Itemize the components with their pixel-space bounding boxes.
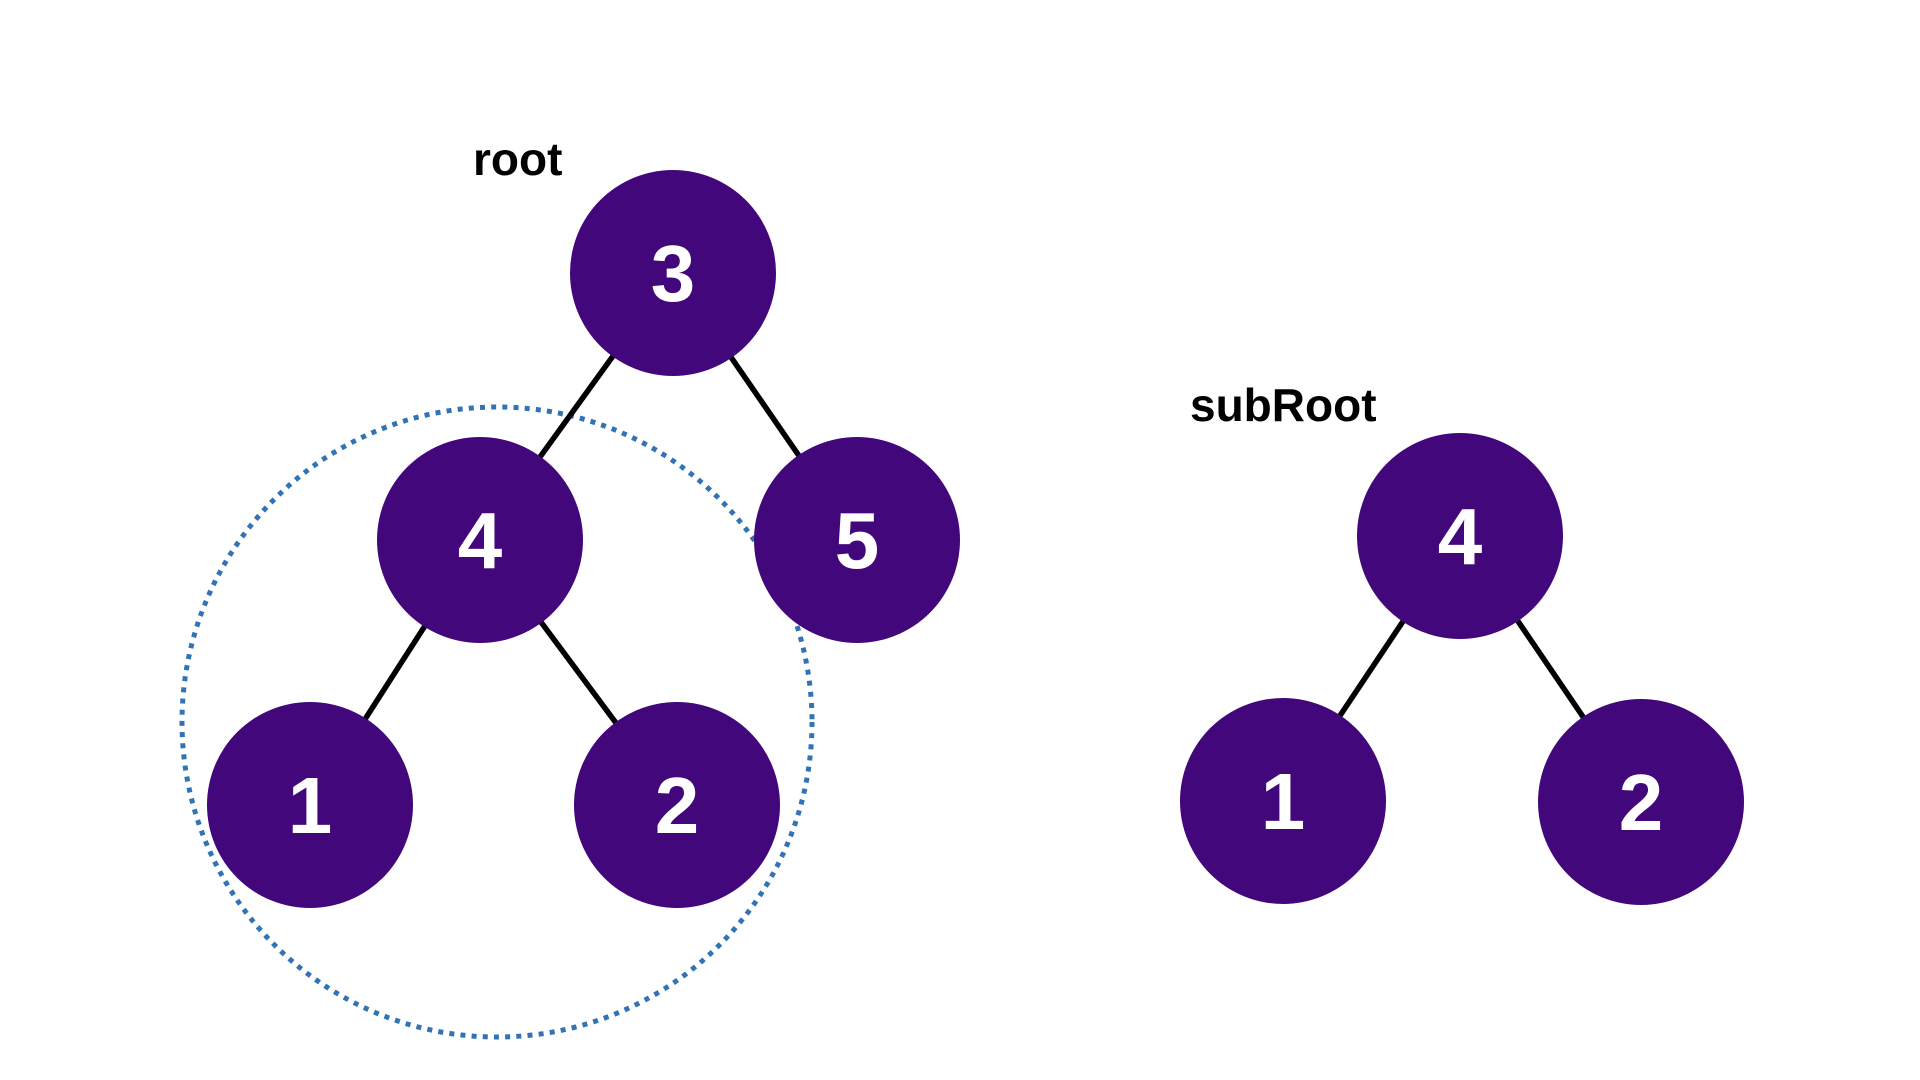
node-value-root-4: 4 [458, 496, 503, 585]
root-tree-label: root [473, 133, 562, 185]
tree-nodes-layer: 3 4 5 1 2 4 1 2 [207, 170, 1744, 908]
node-value-root-5: 5 [835, 496, 880, 585]
node-value-root-3: 3 [651, 229, 696, 318]
subroot-tree-label: subRoot [1190, 379, 1377, 431]
tree-node-subRoot-1 [1180, 698, 1386, 904]
tree-node-root-3 [570, 170, 776, 376]
tree-node-root-1 [207, 702, 413, 908]
tree-node-root-4 [377, 437, 583, 643]
subtree-highlight-layer [179, 404, 815, 1040]
node-value-subRoot-1: 1 [1261, 757, 1306, 846]
tree-node-subRoot-4 [1357, 433, 1563, 639]
tree-node-root-5 [754, 437, 960, 643]
tree-node-root-2 [574, 702, 780, 908]
node-value-subRoot-4: 4 [1438, 492, 1483, 581]
node-value-subRoot-2: 2 [1619, 758, 1664, 847]
node-value-root-2: 2 [655, 761, 700, 850]
subtree-highlight-circle [179, 404, 815, 1040]
node-value-root-1: 1 [288, 761, 333, 850]
tree-node-subRoot-2 [1538, 699, 1744, 905]
